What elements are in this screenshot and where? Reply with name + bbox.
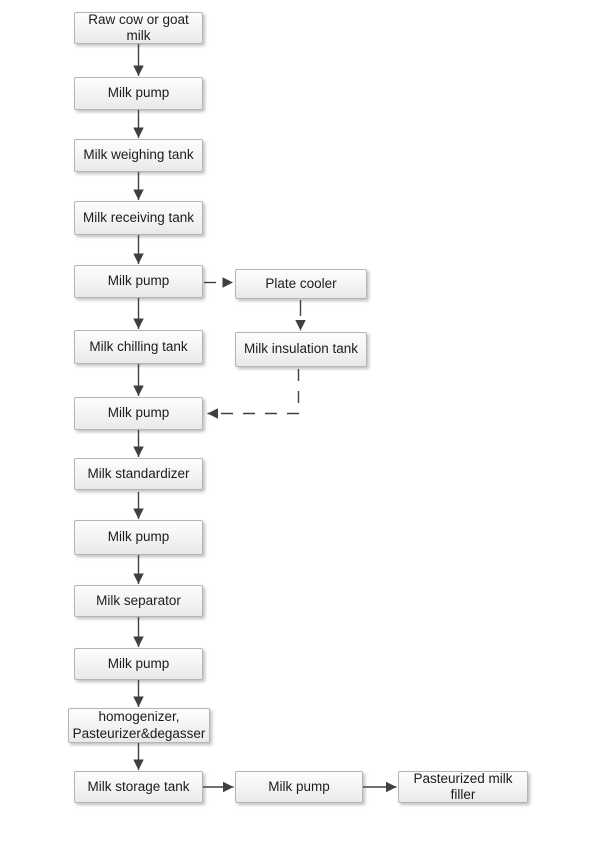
node-milk-pump-2: Milk pump [74, 265, 203, 298]
node-milk-pump-5: Milk pump [74, 648, 203, 680]
node-milk-pump-3: Milk pump [74, 397, 203, 430]
node-raw-milk: Raw cow or goat milk [74, 12, 203, 44]
node-milk-storage-tank: Milk storage tank [74, 771, 203, 803]
node-homogenizer-pasteurizer-degasser: homogenizer, Pasteurizer&degasser [68, 708, 210, 743]
node-milk-insulation-tank: Milk insulation tank [235, 332, 367, 367]
node-milk-separator: Milk separator [74, 585, 203, 617]
node-plate-cooler: Plate cooler [235, 269, 367, 299]
node-milk-pump-1: Milk pump [74, 77, 203, 110]
node-milk-standardizer: Milk standardizer [74, 458, 203, 490]
node-milk-chilling-tank: Milk chilling tank [74, 330, 203, 364]
edge-insulation-to-pump3 [207, 369, 300, 419]
node-milk-pump-4: Milk pump [74, 520, 203, 555]
node-milk-pump-6: Milk pump [235, 771, 363, 803]
node-milk-weighing-tank: Milk weighing tank [74, 139, 203, 172]
node-pasteurized-milk-filler: Pasteurized milk filler [398, 771, 528, 803]
node-milk-receiving-tank: Milk receiving tank [74, 201, 203, 235]
